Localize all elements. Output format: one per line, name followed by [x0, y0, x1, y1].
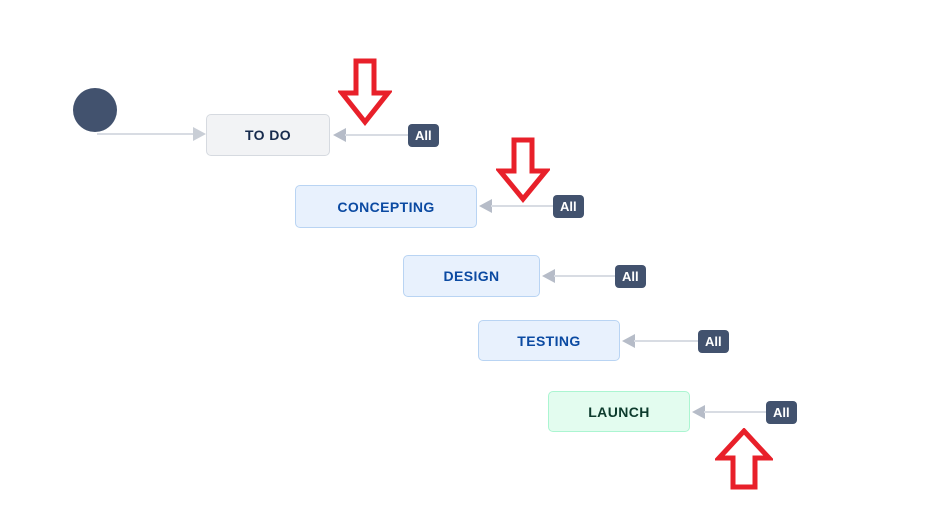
status-label: DESIGN [443, 268, 500, 284]
transition-line-all-to-testing[interactable] [622, 334, 698, 348]
arrowhead-left-icon [542, 269, 555, 283]
transition-badge-all-testing[interactable]: All [698, 330, 729, 353]
connector-line [554, 275, 615, 277]
status-label: TESTING [517, 332, 581, 349]
arrowhead-left-icon [622, 334, 635, 348]
connector-line [704, 411, 766, 413]
connector-line [97, 133, 193, 135]
status-label: CONCEPTING [337, 198, 435, 215]
workflow-start-node[interactable] [73, 88, 117, 132]
transition-badge-all-design[interactable]: All [615, 265, 646, 288]
transition-badge-all-concepting[interactable]: All [553, 195, 584, 218]
status-label: LAUNCH [588, 403, 650, 420]
annotation-arrow-down-icon [338, 58, 392, 126]
status-box-testing[interactable]: TESTING [478, 320, 620, 361]
transition-badge-all-todo[interactable]: All [408, 124, 439, 147]
transition-line-all-to-concepting[interactable] [479, 199, 553, 213]
connector-line [345, 134, 408, 136]
arrowhead-left-icon [692, 405, 705, 419]
annotation-arrow-up-icon [715, 428, 773, 490]
status-box-concepting[interactable]: CONCEPTING [295, 185, 477, 228]
annotation-arrow-down-icon [496, 137, 550, 203]
transition-line-all-to-design[interactable] [542, 269, 615, 283]
arrowhead-right-icon [193, 127, 206, 141]
connector-line [491, 205, 553, 207]
transition-line-start-to-todo[interactable] [97, 127, 206, 141]
arrowhead-left-icon [479, 199, 492, 213]
transition-badge-all-launch[interactable]: All [766, 401, 797, 424]
status-box-launch[interactable]: LAUNCH [548, 391, 690, 432]
transition-line-all-to-launch[interactable] [692, 405, 766, 419]
status-label: TO DO [244, 127, 292, 143]
status-box-design[interactable]: DESIGN [403, 255, 540, 297]
connector-line [634, 340, 698, 342]
status-box-todo[interactable]: TO DO [206, 114, 330, 156]
transition-line-all-to-todo[interactable] [333, 128, 408, 142]
arrowhead-left-icon [333, 128, 346, 142]
